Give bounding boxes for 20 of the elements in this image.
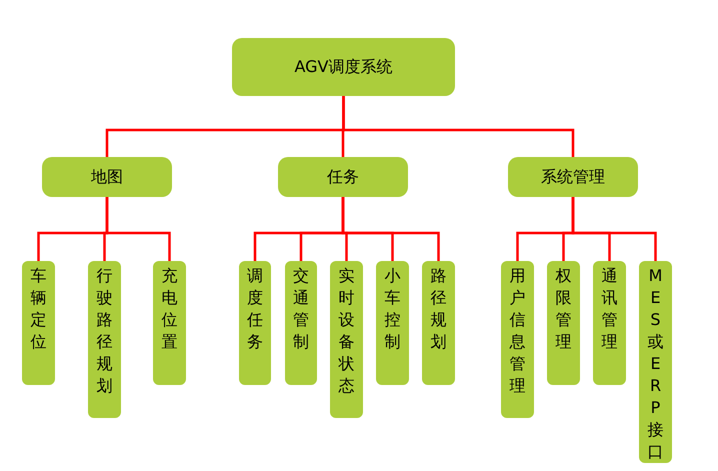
- item-box: 调度任务: [239, 261, 271, 385]
- item-box: 实时设备状态: [330, 261, 363, 418]
- category-box: 地图: [42, 157, 172, 197]
- item-box: 行驶路径规划: [88, 261, 121, 418]
- item-box: 充电位置: [153, 261, 186, 385]
- connector-line: [342, 197, 440, 261]
- root-box: AGV调度系统: [232, 38, 455, 96]
- item-box: 用户信息管理: [501, 261, 534, 418]
- category-box: 系统管理: [508, 157, 638, 197]
- category-box: 任务: [278, 157, 408, 197]
- connector-line: [572, 197, 657, 261]
- item-box: 权限管理: [547, 261, 580, 385]
- item-box: 车辆定位: [22, 261, 55, 385]
- item-box: 小车控制: [376, 261, 409, 385]
- connector-line: [106, 197, 171, 261]
- item-box: MES或ERP接口: [639, 261, 672, 463]
- item-box: 路径规划: [422, 261, 455, 385]
- connector-line: [342, 96, 574, 157]
- item-box: 交通管制: [285, 261, 317, 385]
- item-box: 通讯管理: [593, 261, 626, 385]
